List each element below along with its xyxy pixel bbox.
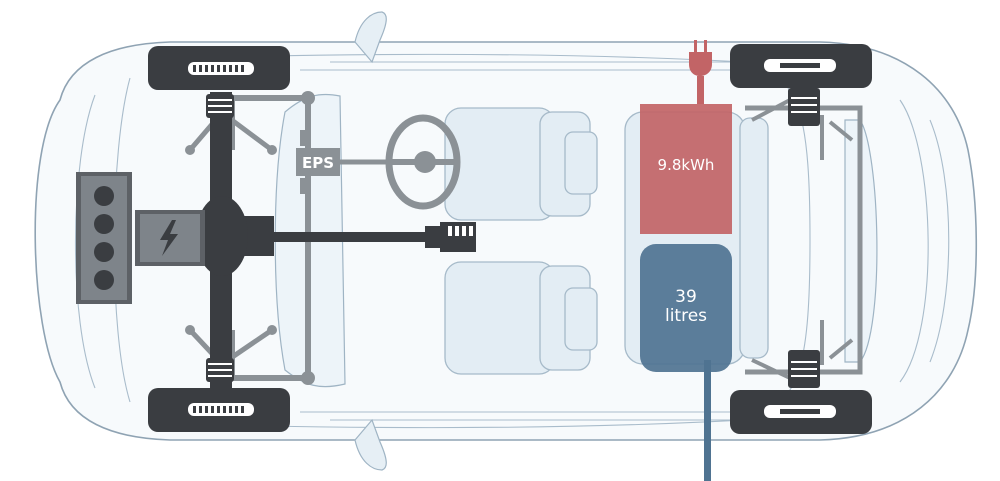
fuel-tank [640,244,732,372]
front-left-spring [206,94,234,118]
drivetrain [76,92,476,388]
rear-left-spring [788,88,820,126]
wheel-front-left [148,46,290,90]
rear-differential-gear [425,222,476,252]
engine-block [76,172,132,304]
wheel-front-right [148,388,290,432]
front-right-spring [206,358,234,382]
electric-motor [135,210,205,266]
battery-pack [640,104,732,234]
steering-wheel-icon [385,114,461,210]
steering [335,114,461,210]
battery-capacity-label: 9.8kWh [658,156,715,174]
fuel-system: 39 litres [640,244,732,481]
wheels [148,44,872,434]
cylinder-2 [94,214,114,234]
front-springs [206,94,234,382]
mirror-right [354,418,387,471]
fuel-tank-amount: 39 [675,287,697,307]
differential [196,196,248,276]
lightning-bolt-icon [160,220,178,256]
front-seat-left [444,107,598,221]
rear-body-line [899,99,929,383]
cylinder-4 [94,270,114,290]
rear-right-spring [788,350,820,388]
battery-system: 9.8kWh [640,40,732,234]
eps-label: EPS [302,154,334,172]
plug-icon [689,40,712,104]
rear-suspension [745,88,863,388]
rear-body-line-2 [929,119,950,363]
eps-unit: EPS [296,130,340,194]
front-seat-right [444,261,598,375]
mirror-left [354,11,387,64]
cylinder-3 [94,242,114,262]
wheel-rear-left [730,44,872,88]
cylinder-1 [94,186,114,206]
bonnet-left-line [74,94,96,389]
wheel-rear-right [730,390,872,434]
fuel-tank-unit: litres [665,306,707,326]
fuel-line [704,360,711,481]
drive-shaft [270,232,435,242]
